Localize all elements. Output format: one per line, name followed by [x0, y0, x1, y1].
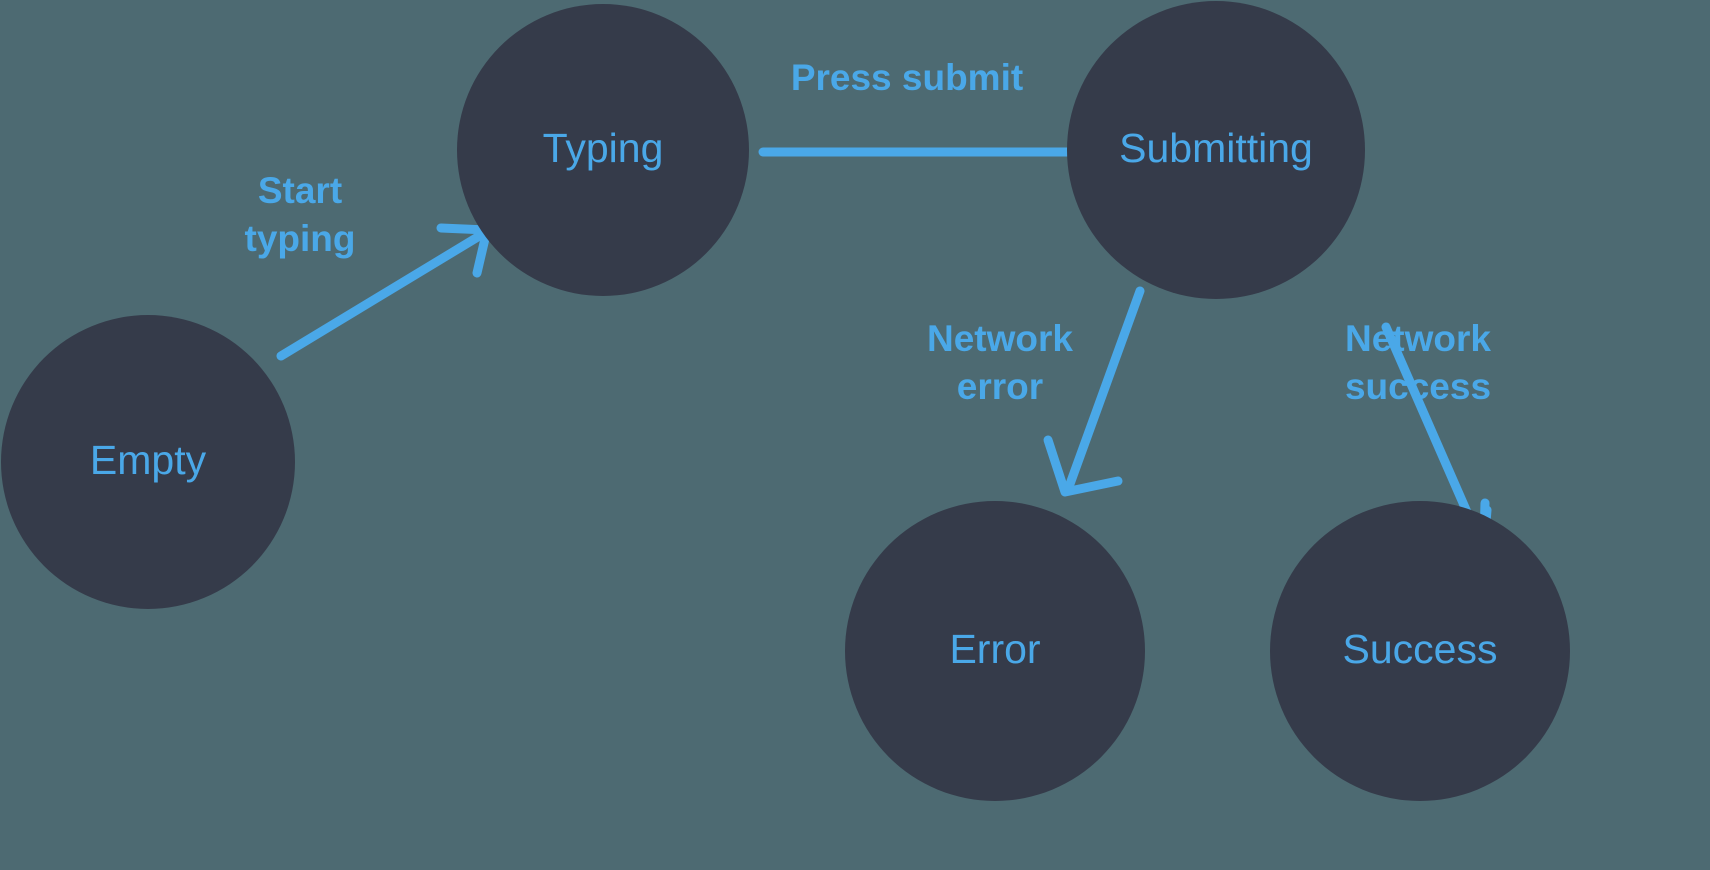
- state-circle-empty[interactable]: [1, 315, 295, 609]
- edge-submitting-to-error: [1043, 286, 1145, 497]
- node-typing[interactable]: Typing: [457, 4, 749, 296]
- node-error[interactable]: Error: [845, 501, 1145, 801]
- edge-label-network-success: Network success: [1345, 318, 1491, 407]
- edge-label-network-error-line2: error: [957, 366, 1043, 407]
- node-empty[interactable]: Empty: [1, 315, 295, 609]
- node-success[interactable]: Success: [1270, 501, 1570, 801]
- state-label-submitting: Submitting: [1119, 125, 1313, 171]
- state-label-empty: Empty: [90, 437, 207, 483]
- edge-label-network-success-line1: Network: [1345, 318, 1491, 359]
- edge-line-start-typing: [276, 227, 491, 361]
- state-circle-submitting[interactable]: [1067, 1, 1365, 299]
- arrowhead-network-error-icon: [1043, 435, 1123, 497]
- state-label-success: Success: [1343, 626, 1498, 672]
- edge-label-network-success-line2: success: [1345, 366, 1491, 407]
- edge-line-network-error: [1065, 286, 1145, 489]
- edge-label-press-submit-line1: Press submit: [791, 57, 1023, 98]
- state-label-typing: Typing: [543, 125, 664, 171]
- state-label-error: Error: [949, 626, 1040, 672]
- edge-label-start-typing-line1: Start: [258, 170, 342, 211]
- edge-label-press-submit: Press submit: [791, 57, 1023, 98]
- edge-label-start-typing: Start typing: [245, 170, 356, 259]
- node-submitting[interactable]: Submitting: [1067, 1, 1365, 299]
- edge-label-network-error: Network error: [927, 318, 1073, 407]
- edge-label-network-error-line1: Network: [927, 318, 1073, 359]
- state-circle-typing[interactable]: [457, 4, 749, 296]
- state-circle-success[interactable]: [1270, 501, 1570, 801]
- state-circle-error[interactable]: [845, 501, 1145, 801]
- edge-label-start-typing-line2: typing: [245, 218, 356, 259]
- edge-line-network-success: [1381, 322, 1479, 533]
